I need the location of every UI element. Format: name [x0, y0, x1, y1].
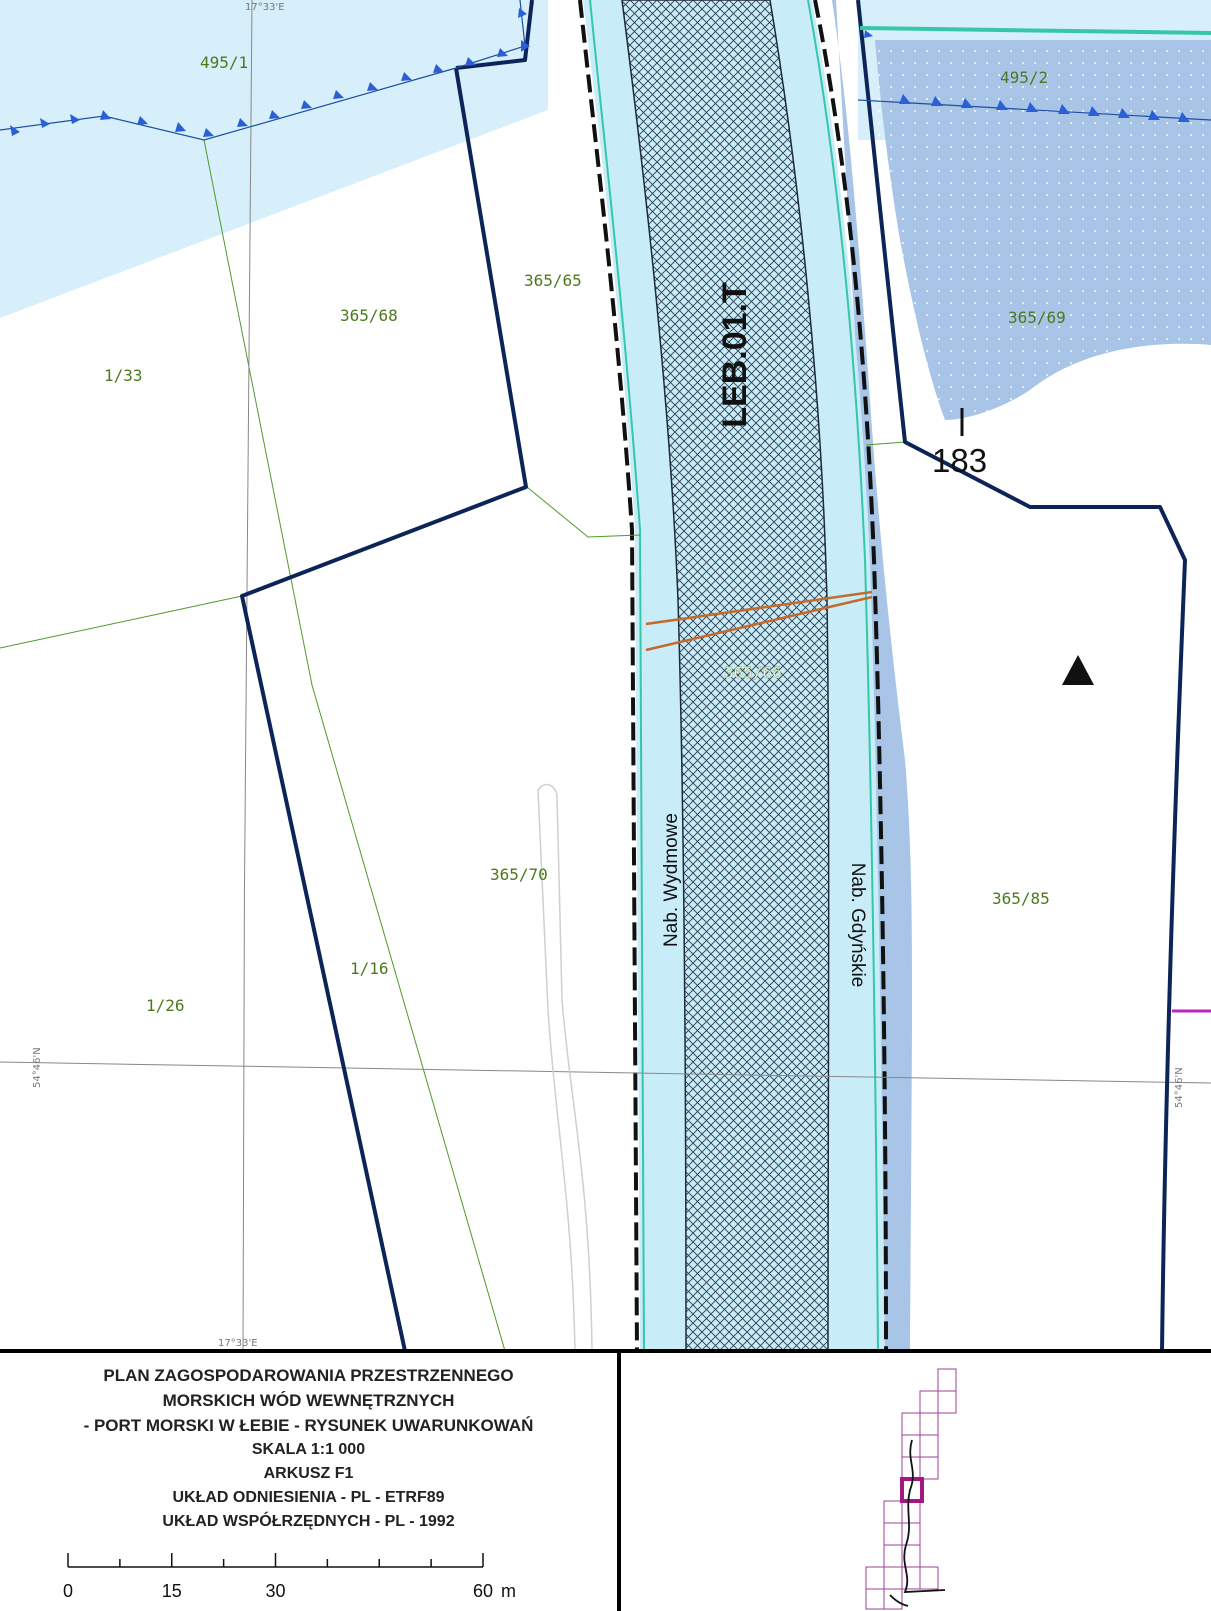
parcel-label-1-16: 1/16 — [350, 959, 389, 978]
road-outline — [537, 783, 593, 1351]
quay-line-right-dashed — [813, 0, 888, 1351]
parcel-label-495-1: 495/1 — [200, 53, 248, 72]
triangle-boundary-right — [857, 26, 1211, 122]
legend-title-line2: MORSKICH WÓD WEWNĘTRZNYCH — [162, 1391, 455, 1410]
zone-boundaries — [240, 0, 1187, 1351]
parcel-label-365-66: 365/66 — [724, 663, 782, 682]
triangle-boundary-left — [0, 0, 530, 141]
parcel-label-1-33: 1/33 — [104, 366, 143, 385]
quay-line-left-teal — [589, 0, 645, 1351]
scale-bar-tick-label: 15 — [162, 1581, 182, 1601]
legend-sheet: ARKUSZ F1 — [263, 1465, 354, 1482]
parcel-label-365-65: 365/65 — [524, 271, 582, 290]
scale-bar-tick-label: 60 — [473, 1581, 493, 1601]
zone-label[interactable]: LEB.01.T — [716, 282, 754, 428]
parcel-label-495-2: 495/2 — [1000, 68, 1048, 87]
parcel-label-365-69: 365/69 — [1008, 308, 1066, 327]
fairway-zone-hatched[interactable] — [621, 0, 830, 1351]
scale-bar-unit: m — [501, 1581, 516, 1601]
graticule-lines — [0, 0, 1211, 1351]
parcel-boundaries — [0, 139, 906, 1351]
quay-line-left-dashed — [578, 0, 639, 1351]
index-map[interactable] — [865, 1368, 957, 1610]
lon-label-top: 17°33'E — [245, 2, 285, 13]
legend-reference-system: UKŁAD ODNIESIENIA - PL - ETRF89 — [172, 1489, 445, 1506]
quay-label-left: Nab. Wydmowe — [661, 813, 682, 947]
parcel-label-1-26: 1/26 — [146, 996, 185, 1015]
triangle-symbol-icon[interactable] — [1062, 655, 1094, 685]
scale-bar-tick-label: 30 — [265, 1581, 285, 1601]
lat-label-left: 54°46'N — [32, 1047, 43, 1088]
legend-title-line3: - PORT MORSKI W ŁEBIE - RYSUNEK UWARUNKO… — [83, 1416, 534, 1435]
water-area-light — [0, 0, 548, 318]
legend-scale: SKALA 1:1 000 — [251, 1441, 366, 1458]
quay-label-right: Nab. Gdyńskie — [847, 863, 868, 988]
scale-bar: 0 15 30 60 m — [63, 1553, 516, 1601]
lat-label-right: 54°46'N — [1174, 1067, 1185, 1108]
legend-panel: PLAN ZAGOSPODAROWANIA PRZESTRZENNEGO MOR… — [0, 1353, 617, 1611]
legend-coordinate-system: UKŁAD WSPÓŁRZĘDNYCH - PL - 1992 — [162, 1513, 455, 1530]
lon-label-bottom: 17°33'E — [218, 1338, 258, 1349]
legend-title-line1: PLAN ZAGOSPODAROWANIA PRZESTRZENNEGO — [103, 1366, 514, 1385]
point-label: 183 — [932, 442, 987, 479]
cable-lines — [645, 590, 873, 652]
water-dots — [875, 40, 1211, 420]
parcel-label-365-68: 365/68 — [340, 306, 398, 325]
legend-frame — [0, 1349, 1211, 1611]
parcel-label-365-70: 365/70 — [490, 865, 548, 884]
scale-bar-tick-label: 0 — [63, 1581, 73, 1601]
parcel-label-365-85: 365/85 — [992, 889, 1050, 908]
index-coastline — [889, 1439, 946, 1607]
